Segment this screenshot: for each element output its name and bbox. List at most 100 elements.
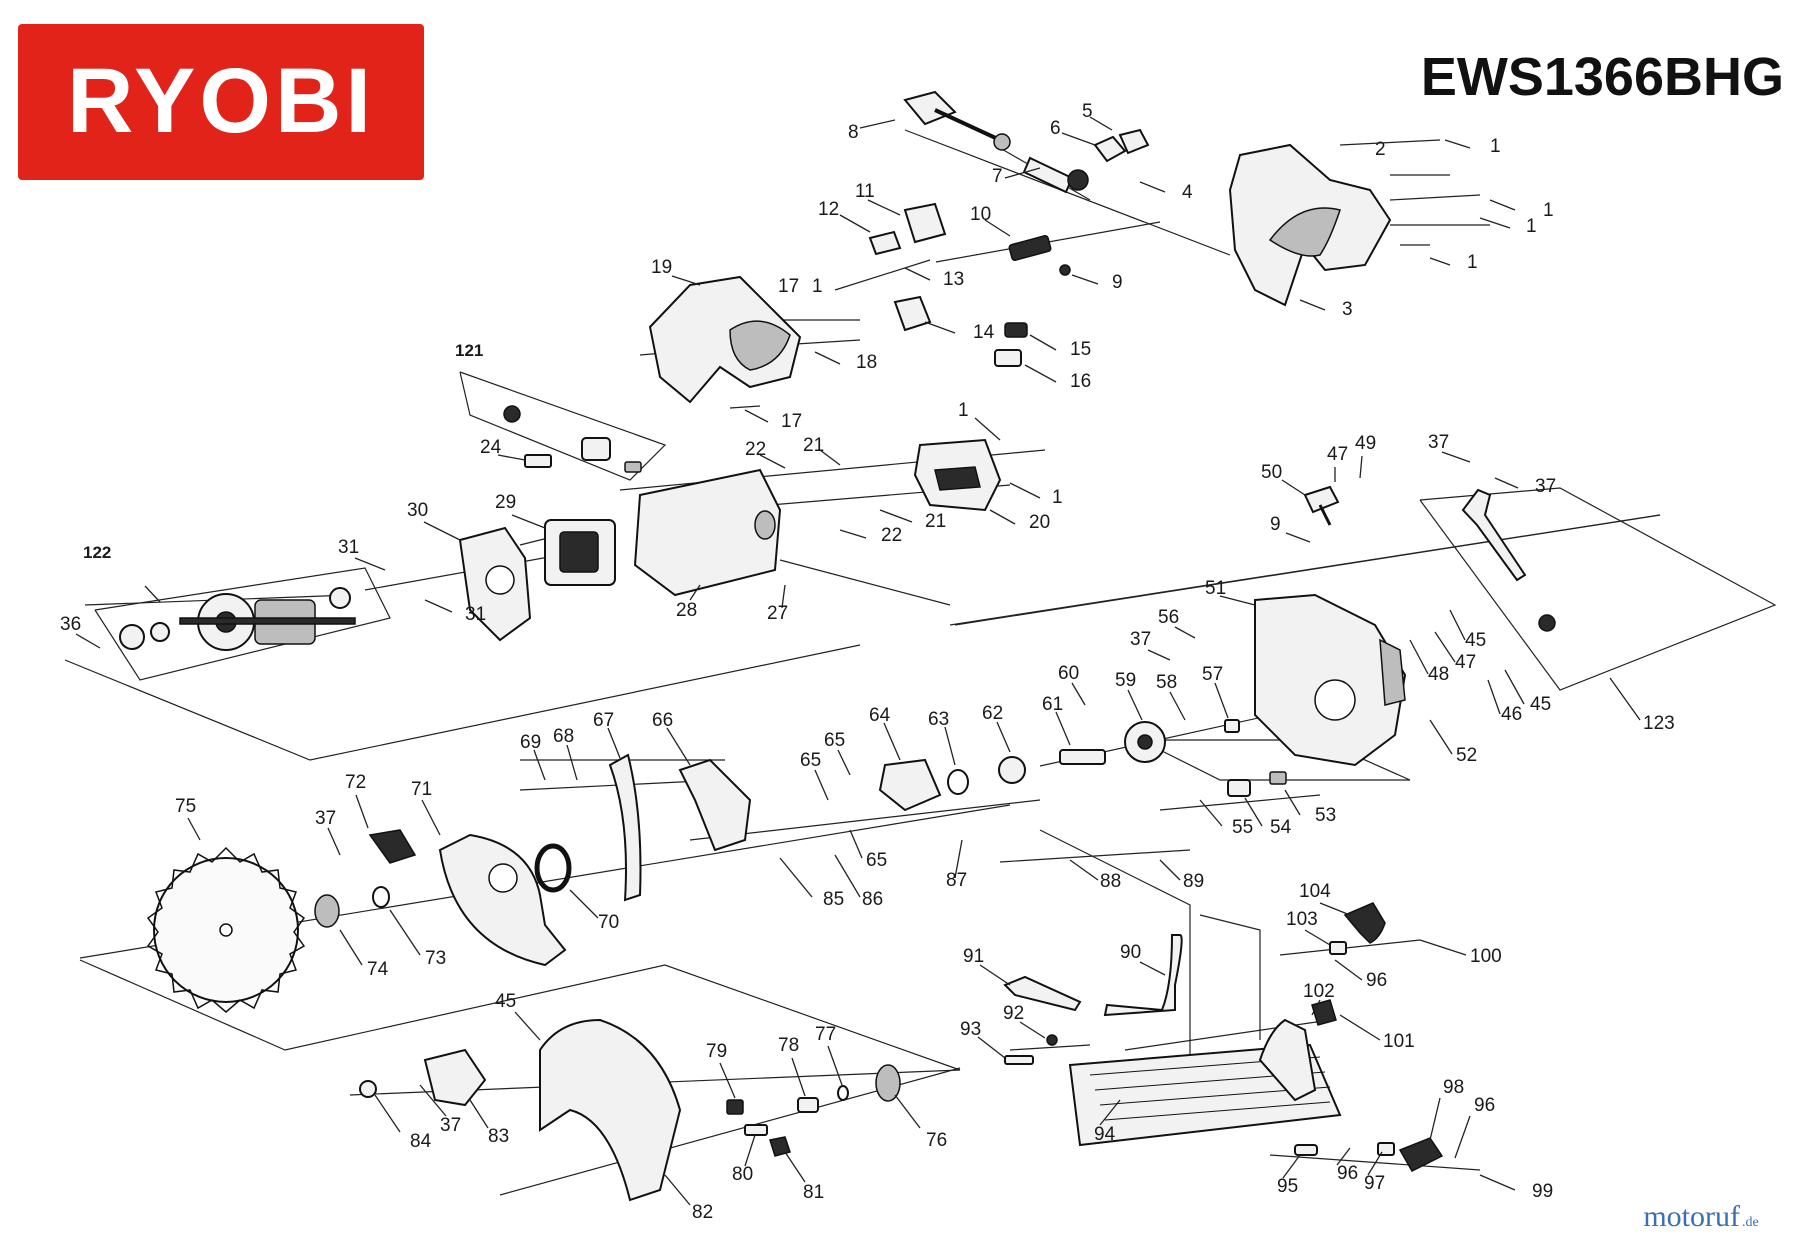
nut-79 bbox=[726, 1099, 744, 1115]
part-callout-37: 37 bbox=[315, 808, 336, 829]
part-callout-29: 29 bbox=[495, 492, 516, 513]
cord-clamp bbox=[1093, 135, 1127, 163]
part-callout-3: 3 bbox=[1342, 299, 1353, 320]
part-callout-59: 59 bbox=[1115, 670, 1136, 691]
part-callout-65: 65 bbox=[824, 730, 845, 751]
knob-84 bbox=[359, 1080, 377, 1098]
part-callout-37: 37 bbox=[1130, 629, 1151, 650]
part-callout-61: 61 bbox=[1042, 694, 1063, 715]
bolt-78 bbox=[797, 1097, 819, 1113]
washer-77 bbox=[837, 1085, 849, 1101]
part-callout-4: 4 bbox=[1182, 182, 1193, 203]
part-callout-21: 21 bbox=[925, 511, 946, 532]
part-callout-62: 62 bbox=[982, 703, 1003, 724]
part-callout-13: 13 bbox=[943, 269, 964, 290]
bracket-123 bbox=[1461, 488, 1527, 582]
upper-blade-guard bbox=[438, 833, 567, 967]
frame-guard bbox=[79, 959, 961, 1071]
part-callout-122: 122 bbox=[83, 543, 111, 562]
part-callout-31: 31 bbox=[338, 537, 359, 558]
knob-101 bbox=[1311, 999, 1337, 1026]
part-callout-75: 75 bbox=[175, 796, 196, 817]
brush-cap bbox=[503, 405, 521, 423]
screw-9 bbox=[1059, 264, 1071, 276]
part-callout-102: 102 bbox=[1303, 981, 1335, 1002]
part-callout-82: 82 bbox=[692, 1202, 713, 1223]
saw-blade-arbor bbox=[219, 923, 233, 937]
part-callout-65: 65 bbox=[800, 750, 821, 771]
spring-clip-72 bbox=[368, 829, 417, 864]
knob-123 bbox=[1538, 614, 1556, 632]
bearing-mid bbox=[150, 622, 170, 642]
flange-76 bbox=[875, 1064, 901, 1102]
gear-housing-64 bbox=[878, 758, 942, 812]
part-callout-85: 85 bbox=[823, 889, 844, 910]
baffle-hole bbox=[485, 565, 515, 595]
part-callout-20: 20 bbox=[1029, 512, 1050, 533]
part-callout-1: 1 bbox=[958, 400, 969, 421]
switch-cap-15 bbox=[1004, 322, 1028, 338]
spacer-53 bbox=[1269, 771, 1287, 785]
part-callout-5: 5 bbox=[1082, 101, 1093, 122]
screw-81 bbox=[769, 1136, 791, 1157]
part-callout-95: 95 bbox=[1277, 1176, 1298, 1197]
part-callout-104: 104 bbox=[1299, 881, 1331, 902]
part-callout-84: 84 bbox=[410, 1131, 432, 1152]
lock-button bbox=[893, 295, 932, 332]
part-callout-27: 27 bbox=[767, 603, 788, 624]
screw-92 bbox=[1046, 1034, 1058, 1046]
part-shapes bbox=[119, 90, 1556, 1202]
part-callout-46: 46 bbox=[1501, 704, 1522, 725]
spacer-54 bbox=[1227, 779, 1251, 797]
frame-housing bbox=[954, 514, 1661, 626]
part-callout-28: 28 bbox=[676, 600, 697, 621]
ring-63 bbox=[947, 769, 969, 795]
part-callout-52: 52 bbox=[1456, 745, 1477, 766]
part-callout-37: 37 bbox=[440, 1115, 461, 1136]
switch bbox=[1008, 235, 1052, 261]
part-callout-47: 47 bbox=[1327, 444, 1348, 465]
part-callout-79: 79 bbox=[706, 1041, 727, 1062]
part-callout-69: 69 bbox=[520, 732, 541, 753]
motor-housing bbox=[633, 468, 782, 597]
outer-flange-74 bbox=[314, 894, 340, 928]
part-callout-36: 36 bbox=[60, 614, 81, 635]
part-callout-8: 8 bbox=[848, 122, 859, 143]
part-callout-96: 96 bbox=[1337, 1163, 1358, 1184]
gear-case-fins bbox=[1379, 638, 1406, 706]
part-callout-74: 74 bbox=[367, 959, 389, 980]
part-callout-60: 60 bbox=[1058, 663, 1079, 684]
switch-lever bbox=[868, 230, 902, 256]
lever-50-shaft bbox=[1318, 504, 1332, 526]
part-callout-9: 9 bbox=[1270, 514, 1281, 535]
part-callout-49: 49 bbox=[1355, 433, 1376, 454]
cord-sleeve bbox=[1022, 156, 1074, 194]
part-callout-88: 88 bbox=[1100, 871, 1121, 892]
part-callout-22: 22 bbox=[745, 439, 766, 460]
part-callout-14: 14 bbox=[973, 322, 995, 343]
frame-base bbox=[1039, 829, 1191, 1080]
part-callout-18: 18 bbox=[856, 352, 877, 373]
bearing-front bbox=[119, 624, 145, 650]
part-callout-73: 73 bbox=[425, 948, 446, 969]
part-callout-6: 6 bbox=[1050, 118, 1061, 139]
housing-bearing bbox=[754, 510, 776, 540]
part-callout-17: 17 bbox=[778, 276, 799, 297]
part-callout-2: 2 bbox=[1375, 139, 1386, 160]
logo-background bbox=[18, 24, 424, 180]
lever-104 bbox=[1343, 902, 1386, 944]
part-callout-123: 123 bbox=[1643, 713, 1675, 734]
part-callout-51: 51 bbox=[1205, 578, 1226, 599]
frame-motor bbox=[64, 644, 861, 761]
logo-text: RYOBI bbox=[67, 50, 375, 152]
frame-depth bbox=[1199, 914, 1261, 1040]
part-callout-9: 9 bbox=[1112, 272, 1123, 293]
part-callout-86: 86 bbox=[862, 889, 883, 910]
part-callout-101: 101 bbox=[1383, 1031, 1415, 1052]
part-callout-93: 93 bbox=[960, 1019, 981, 1040]
part-callout-16: 16 bbox=[1070, 371, 1091, 392]
part-callout-45: 45 bbox=[1530, 694, 1551, 715]
part-callout-30: 30 bbox=[407, 500, 428, 521]
part-callout-63: 63 bbox=[928, 709, 949, 730]
base-bracket bbox=[1258, 1018, 1317, 1102]
